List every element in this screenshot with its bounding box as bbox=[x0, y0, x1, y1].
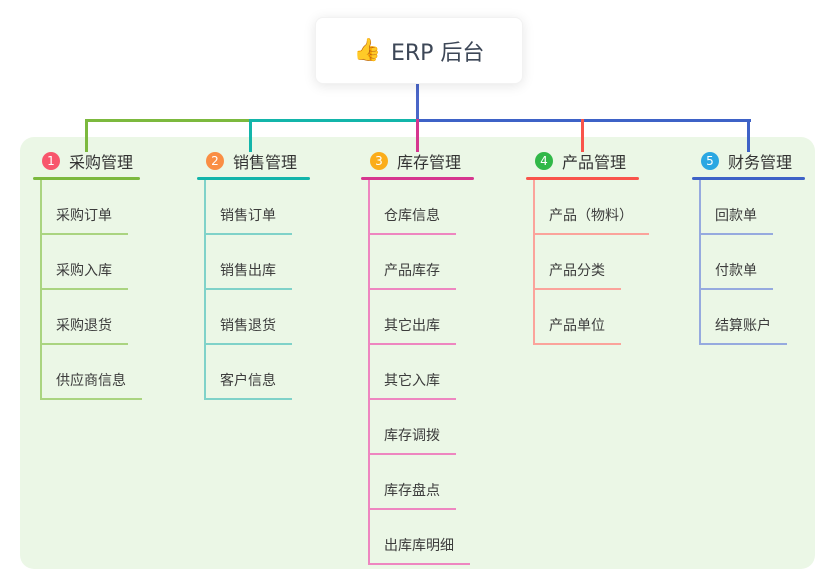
child-node[interactable]: 销售订单 bbox=[206, 180, 310, 235]
drop-connector-finance bbox=[747, 119, 750, 152]
child-node[interactable]: 库存调拨 bbox=[370, 400, 474, 455]
branch-title-row[interactable]: 5 财务管理 bbox=[692, 147, 805, 174]
child-node[interactable]: 其它入库 bbox=[370, 345, 474, 400]
child-node[interactable]: 付款单 bbox=[701, 235, 805, 290]
branch-children: 产品（物料） 产品分类产品单位 bbox=[533, 180, 649, 345]
child-node-label: 销售订单 bbox=[206, 205, 292, 235]
branch-title-row[interactable]: 1 采购管理 bbox=[33, 147, 140, 174]
child-node[interactable]: 产品库存 bbox=[370, 235, 474, 290]
branch-children: 仓库信息产品库存其它出库其它入库库存调拨库存盘点出库库明细 bbox=[368, 180, 474, 565]
branch-sales: 2 销售管理 销售订单销售出库销售退货客户信息 bbox=[197, 147, 310, 400]
child-node-label: 客户信息 bbox=[206, 370, 292, 400]
branch-underline bbox=[197, 177, 310, 180]
child-node-label: 结算账户 bbox=[701, 315, 787, 345]
branch-number-badge: 5 bbox=[701, 151, 719, 170]
child-node[interactable]: 产品单位 bbox=[535, 290, 639, 345]
child-node-label: 产品库存 bbox=[370, 260, 456, 290]
branch-inventory: 3 库存管理 仓库信息产品库存其它出库其它入库库存调拨库存盘点出库库明细 bbox=[361, 147, 474, 565]
branch-number-badge: 1 bbox=[42, 151, 60, 170]
child-node[interactable]: 采购退货 bbox=[42, 290, 140, 345]
child-node-label: 其它出库 bbox=[370, 315, 456, 345]
branch-finance: 5 财务管理 回款单付款单结算账户 bbox=[692, 147, 805, 345]
root-node[interactable]: 👍 ERP 后台 bbox=[315, 17, 523, 84]
drop-connector-sales bbox=[249, 119, 252, 152]
child-node-label: 库存盘点 bbox=[370, 480, 456, 510]
child-node[interactable]: 出库库明细 bbox=[370, 510, 474, 565]
drop-connector-inventory bbox=[416, 119, 419, 152]
thumbs-up-icon: 👍 bbox=[353, 38, 381, 63]
branches-panel bbox=[20, 137, 815, 569]
child-node-label: 其它入库 bbox=[370, 370, 456, 400]
child-node[interactable]: 产品分类 bbox=[535, 235, 639, 290]
child-node-label: 供应商信息 bbox=[42, 370, 142, 400]
child-node-label: 库存调拨 bbox=[370, 425, 456, 455]
branch-number-badge: 3 bbox=[370, 151, 388, 170]
child-node[interactable]: 产品（物料） bbox=[535, 180, 649, 235]
child-node-label: 回款单 bbox=[701, 205, 773, 235]
child-node[interactable]: 仓库信息 bbox=[370, 180, 474, 235]
drop-connector-purchase bbox=[85, 119, 88, 152]
branch-title-row[interactable]: 2 销售管理 bbox=[197, 147, 310, 174]
branch-children: 销售订单销售出库销售退货客户信息 bbox=[204, 180, 310, 400]
child-node-label: 付款单 bbox=[701, 260, 773, 290]
child-node[interactable]: 供应商信息 bbox=[42, 345, 142, 400]
branch-purchase: 1 采购管理 采购订单采购入库采购退货供应商信息 bbox=[33, 147, 142, 400]
child-node[interactable]: 采购入库 bbox=[42, 235, 140, 290]
branch-children: 采购订单采购入库采购退货供应商信息 bbox=[40, 180, 142, 400]
child-node-label: 产品分类 bbox=[535, 260, 621, 290]
child-node[interactable]: 销售出库 bbox=[206, 235, 310, 290]
branch-number-badge: 2 bbox=[206, 151, 224, 170]
child-node-label: 出库库明细 bbox=[370, 535, 470, 565]
child-node-label: 采购入库 bbox=[42, 260, 128, 290]
branch-underline bbox=[361, 177, 474, 180]
child-node-label: 产品（物料） bbox=[535, 205, 649, 235]
child-node[interactable]: 结算账户 bbox=[701, 290, 805, 345]
child-node[interactable]: 客户信息 bbox=[206, 345, 310, 400]
branch-underline bbox=[526, 177, 639, 180]
child-node-label: 采购退货 bbox=[42, 315, 128, 345]
branch-title: 库存管理 bbox=[397, 152, 462, 172]
branch-children: 回款单付款单结算账户 bbox=[699, 180, 805, 345]
child-node-label: 产品单位 bbox=[535, 315, 621, 345]
branch-title-row[interactable]: 4 产品管理 bbox=[526, 147, 639, 174]
child-node[interactable]: 采购订单 bbox=[42, 180, 140, 235]
branch-title: 产品管理 bbox=[562, 152, 627, 172]
branch-underline bbox=[692, 177, 805, 180]
branch-underline bbox=[33, 177, 140, 180]
branch-product: 4 产品管理 产品（物料） 产品分类产品单位 bbox=[526, 147, 649, 345]
bus-segment-finance bbox=[418, 119, 751, 122]
branch-title: 销售管理 bbox=[233, 152, 298, 172]
root-title: ERP 后台 bbox=[390, 40, 485, 66]
drop-connector-product bbox=[581, 119, 584, 152]
child-node[interactable]: 回款单 bbox=[701, 180, 805, 235]
child-node[interactable]: 库存盘点 bbox=[370, 455, 474, 510]
branch-title: 财务管理 bbox=[728, 152, 793, 172]
root-stem-connector bbox=[416, 84, 419, 121]
branch-number-badge: 4 bbox=[535, 151, 553, 170]
bus-segment-sales bbox=[251, 119, 418, 122]
child-node-label: 销售退货 bbox=[206, 315, 292, 345]
child-node[interactable]: 销售退货 bbox=[206, 290, 310, 345]
branch-title-row[interactable]: 3 库存管理 bbox=[361, 147, 474, 174]
child-node-label: 仓库信息 bbox=[370, 205, 456, 235]
child-node-label: 采购订单 bbox=[42, 205, 128, 235]
bus-segment-purchase bbox=[85, 119, 251, 122]
child-node-label: 销售出库 bbox=[206, 260, 292, 290]
child-node[interactable]: 其它出库 bbox=[370, 290, 474, 345]
branch-title: 采购管理 bbox=[69, 152, 134, 172]
